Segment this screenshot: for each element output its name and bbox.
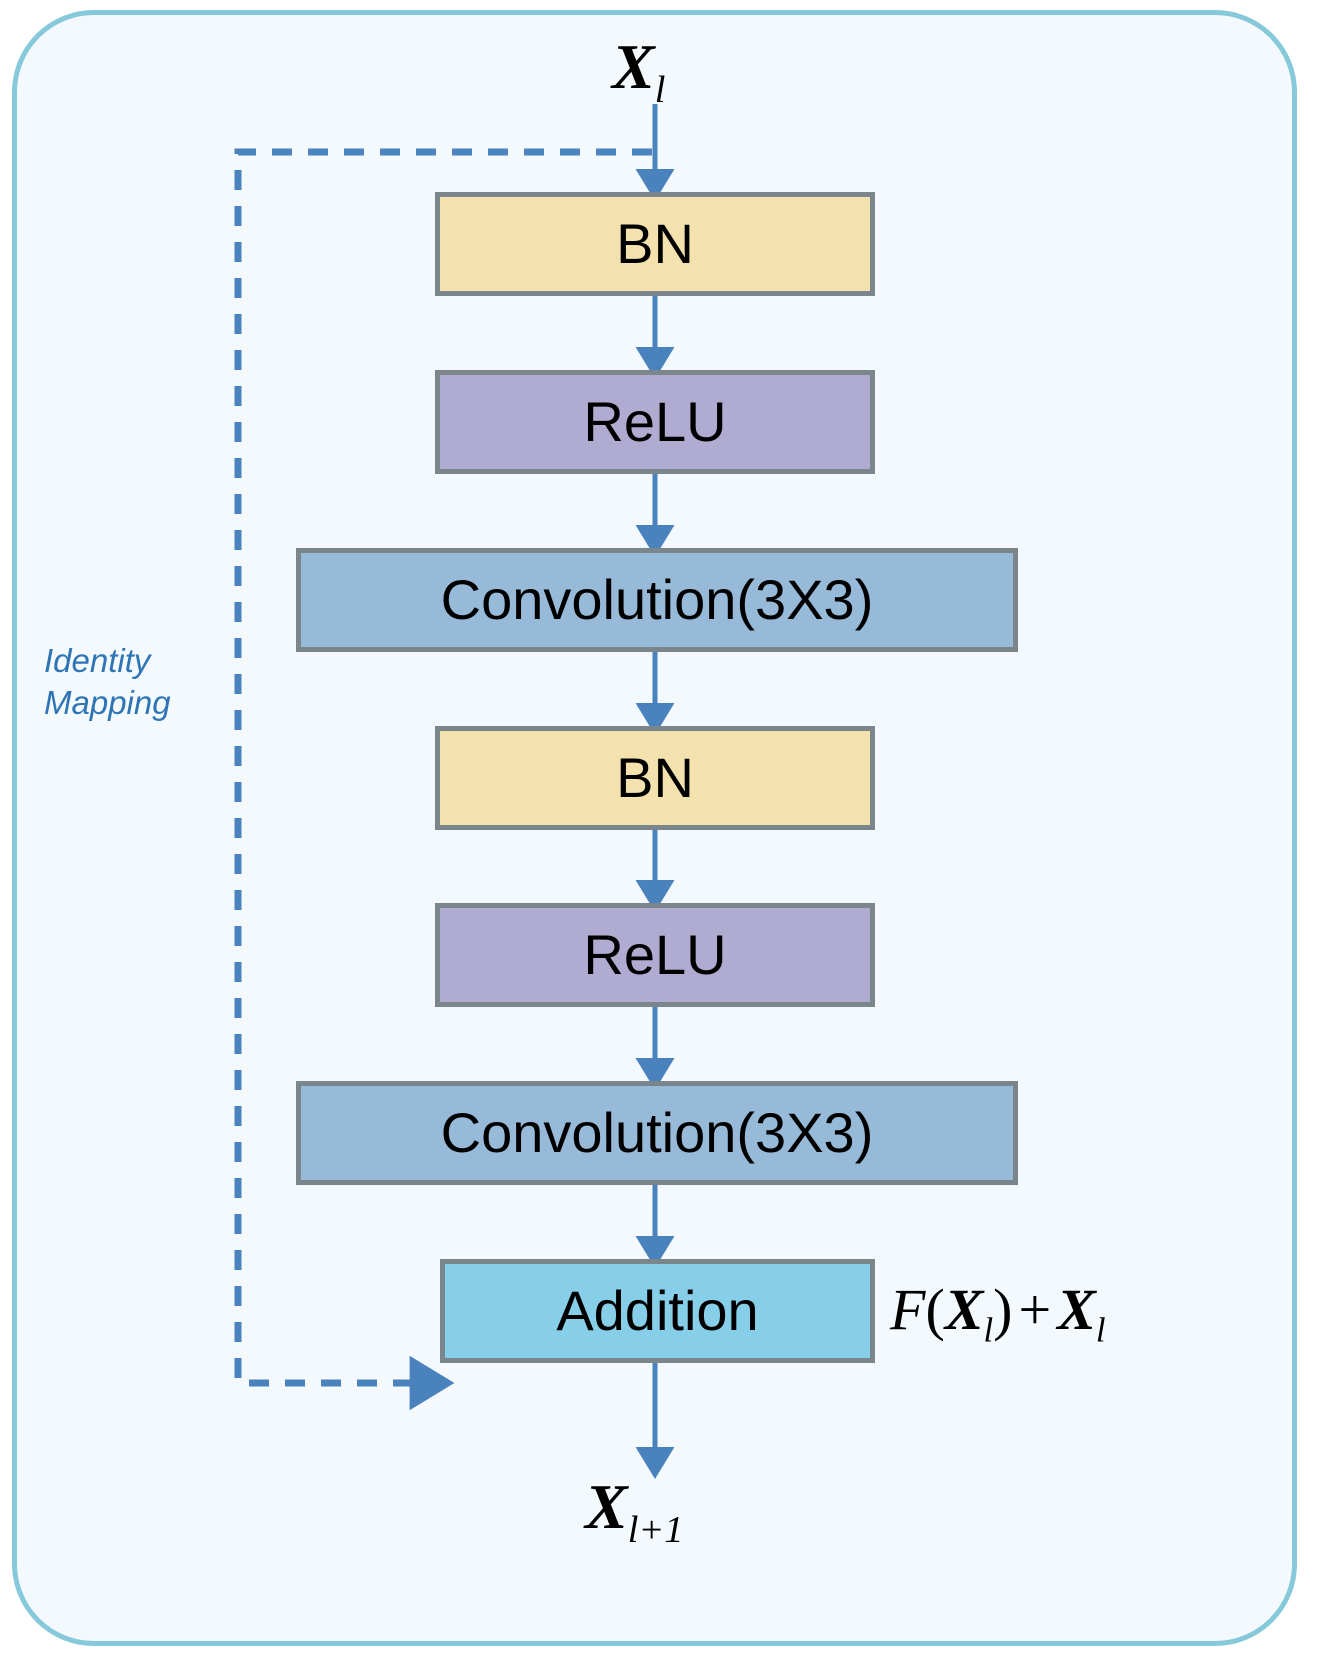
input-label-subscript: l bbox=[654, 68, 666, 111]
formula-operand2-base: X bbox=[1057, 1277, 1096, 1342]
sum-formula-label: F(Xl)+Xl bbox=[890, 1276, 1106, 1351]
input-label-base: X bbox=[612, 31, 655, 102]
formula-open-paren: ( bbox=[925, 1277, 945, 1342]
node-addition[interactable]: Addition bbox=[440, 1259, 875, 1363]
formula-operand1-subscript: l bbox=[983, 1310, 994, 1350]
identity-mapping-label: Identity Mapping bbox=[44, 640, 244, 724]
node-relu-2[interactable]: ReLU bbox=[435, 903, 875, 1007]
output-label-subscript: l+1 bbox=[627, 1508, 684, 1551]
node-bn-1[interactable]: BN bbox=[435, 192, 875, 296]
node-convolution-2[interactable]: Convolution(3X3) bbox=[296, 1081, 1018, 1185]
output-label-base: X bbox=[585, 1471, 628, 1542]
formula-plus-operator: + bbox=[1018, 1277, 1052, 1342]
identity-mapping-line1: Identity bbox=[44, 642, 151, 679]
node-convolution-1[interactable]: Convolution(3X3) bbox=[296, 548, 1018, 652]
node-bn-2[interactable]: BN bbox=[435, 726, 875, 830]
formula-operand1-base: X bbox=[944, 1277, 984, 1342]
formula-operand2-subscript: l bbox=[1095, 1310, 1106, 1350]
output-label: Xl+1 bbox=[585, 1470, 683, 1552]
formula-function: F bbox=[890, 1277, 926, 1342]
input-label: Xl bbox=[612, 30, 665, 112]
node-relu-1[interactable]: ReLU bbox=[435, 370, 875, 474]
identity-mapping-line2: Mapping bbox=[44, 684, 171, 722]
formula-close-paren: ) bbox=[993, 1277, 1013, 1342]
